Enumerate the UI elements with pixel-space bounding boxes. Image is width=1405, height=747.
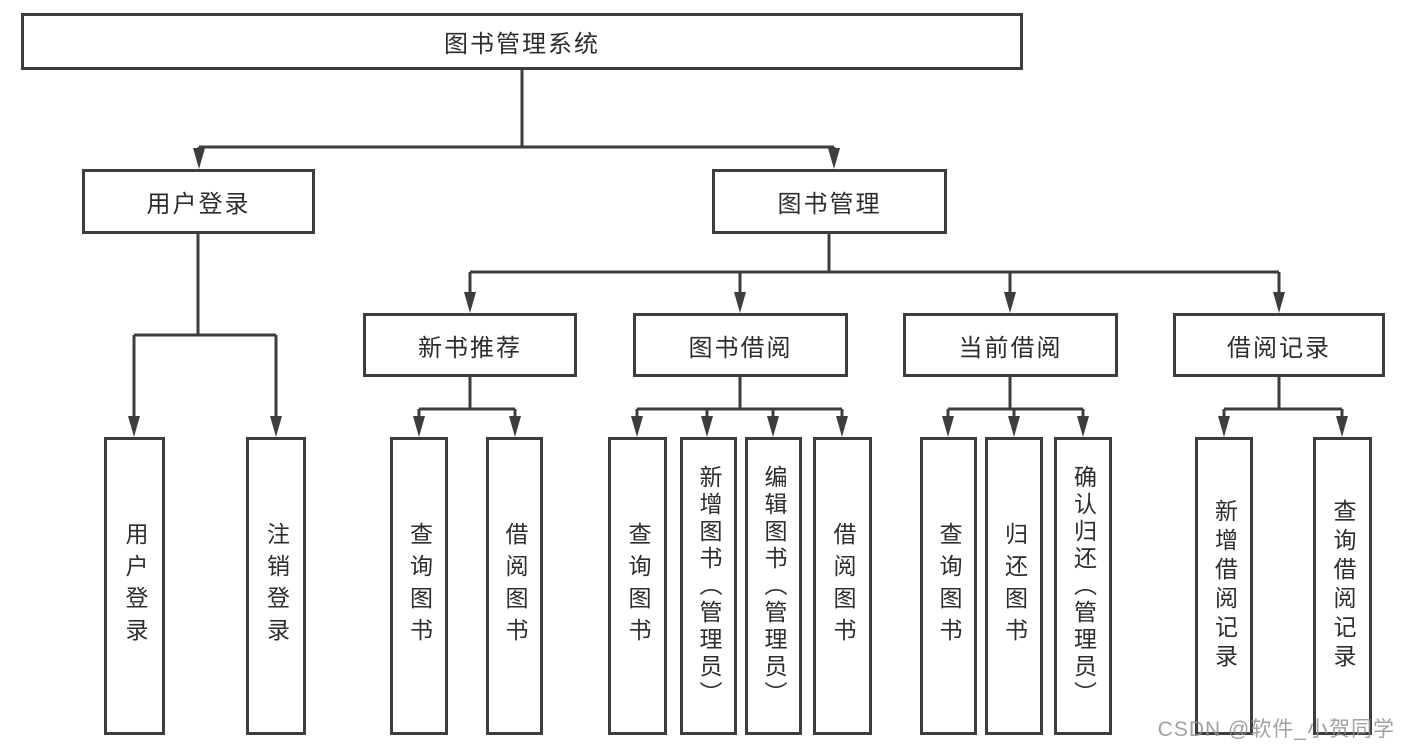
node-label: 借阅图书 (830, 522, 856, 650)
leaf-borrow-borrow-book: 借阅图书 (813, 437, 872, 735)
node-label: 查询借阅记录 (1330, 499, 1356, 673)
leaf-record-query-borrow-record: 查询借阅记录 (1313, 437, 1372, 735)
leaf-borrow-query-book: 查询图书 (608, 437, 667, 735)
node-user-login: 用户登录 (82, 169, 315, 234)
node-label: 新增图书（管理员） (696, 464, 722, 708)
node-label: 注销登录 (263, 522, 290, 650)
leaf-recommend-query-book: 查询图书 (390, 437, 448, 735)
leaf-record-add-borrow-record: 新增借阅记录 (1195, 437, 1253, 735)
leaf-current-query-book: 查询图书 (920, 437, 977, 735)
leaf-current-return-book: 归还图书 (985, 437, 1043, 735)
node-label: 查询图书 (406, 522, 433, 650)
node-new-book-recommend: 新书推荐 (363, 313, 577, 377)
arrowheads (128, 148, 1348, 437)
node-label: 归还图书 (1001, 522, 1028, 650)
leaf-recommend-borrow-book: 借阅图书 (486, 437, 543, 735)
node-current-borrow: 当前借阅 (903, 313, 1118, 377)
node-book-borrow: 图书借阅 (633, 313, 848, 377)
node-label: 借阅记录 (1227, 334, 1331, 362)
node-borrow-record: 借阅记录 (1173, 313, 1385, 377)
node-label: 新增借阅记录 (1211, 499, 1238, 673)
node-label: 查询图书 (936, 522, 962, 650)
node-root-system: 图书管理系统 (21, 13, 1023, 70)
leaf-logout: 注销登录 (246, 437, 306, 735)
node-label: 图书管理系统 (444, 31, 600, 58)
node-label: 当前借阅 (958, 334, 1063, 362)
csdn-watermark: CSDN @软件_小贺同学 (1157, 718, 1395, 741)
node-label: 借阅图书 (502, 522, 528, 650)
node-label: 查询图书 (625, 522, 651, 650)
node-label: 确认归还（管理员） (1070, 464, 1097, 708)
leaf-borrow-edit-book-admin: 编辑图书（管理员） (745, 437, 802, 735)
node-label: 编辑图书（管理员） (761, 464, 787, 708)
node-label: 新书推荐 (418, 334, 522, 362)
leaf-borrow-add-book-admin: 新增图书（管理员） (680, 437, 737, 735)
leaf-user-login: 用户登录 (104, 437, 165, 735)
leaf-current-confirm-return-admin: 确认归还（管理员） (1054, 437, 1112, 735)
node-label: 用户登录 (146, 191, 251, 218)
node-label: 用户登录 (122, 522, 148, 650)
node-label: 图书借阅 (688, 334, 793, 362)
node-book-management: 图书管理 (712, 169, 947, 234)
node-label: 图书管理 (777, 191, 882, 218)
